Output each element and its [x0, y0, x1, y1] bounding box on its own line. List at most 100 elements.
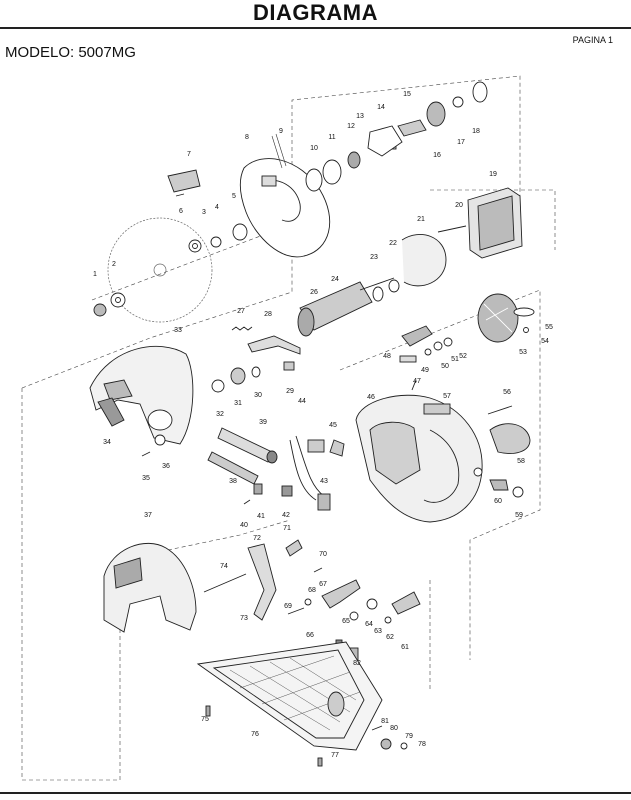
part-number: 38 — [229, 478, 237, 485]
part-number: 17 — [457, 139, 465, 146]
part-number: 3 — [202, 209, 206, 216]
part-number: 61 — [401, 644, 409, 651]
part-number: 22 — [389, 240, 397, 247]
part-number: 28 — [264, 311, 272, 318]
part-number: 55 — [545, 324, 553, 331]
part-number: 34 — [103, 439, 111, 446]
part-number: 43 — [320, 478, 328, 485]
bottom-rule — [0, 792, 631, 794]
part-number: 81 — [381, 718, 389, 725]
part-number: 10 — [310, 145, 318, 152]
part-number: 41 — [257, 513, 265, 520]
part-number: 35 — [142, 475, 150, 482]
part-number: 24 — [331, 276, 339, 283]
saw-blade — [107, 217, 213, 323]
part-number: 27 — [237, 308, 245, 315]
part-number: 26 — [310, 289, 318, 296]
part-labels: 1 2 3 4 5 6 7 8 9 10 11 12 13 14 15 16 1… — [93, 91, 553, 759]
part-number: 44 — [298, 398, 306, 405]
title-rule — [0, 27, 631, 29]
lever-bracket-parts — [203, 539, 421, 663]
part-number: 15 — [403, 91, 411, 98]
rear-handle — [103, 543, 197, 633]
part-number: 74 — [220, 563, 228, 570]
part-number: 31 — [234, 400, 242, 407]
top-hardware — [167, 81, 488, 253]
part-number: 4 — [215, 204, 219, 211]
part-number: 40 — [240, 522, 248, 529]
part-number: 12 — [347, 123, 355, 130]
part-number: 77 — [331, 752, 339, 759]
part-number: 50 — [441, 363, 449, 370]
part-number: 62 — [386, 634, 394, 641]
model-label: MODELO: 5007MG — [5, 44, 136, 61]
part-number: 30 — [254, 392, 262, 399]
part-number: 2 — [112, 261, 116, 268]
part-number: 11 — [328, 134, 335, 141]
part-number: 47 — [413, 378, 421, 385]
part-number: 49 — [421, 367, 429, 374]
switch-cord — [289, 435, 345, 511]
lower-guard — [89, 345, 194, 457]
part-number: 80 — [390, 725, 398, 732]
diagram-title: DIAGRAMA — [253, 0, 378, 25]
part-number: 21 — [417, 216, 425, 223]
part-number: 33 — [174, 327, 182, 334]
part-number: 32 — [216, 411, 224, 418]
part-number: 75 — [201, 716, 209, 723]
handle-screws — [487, 405, 531, 498]
part-number: 79 — [405, 733, 413, 740]
part-number: 18 — [472, 128, 480, 135]
part-number: 82 — [353, 660, 361, 667]
brush-parts — [399, 293, 535, 391]
part-number: 42 — [282, 512, 290, 519]
shaft-parts — [207, 427, 293, 505]
part-number: 68 — [308, 587, 316, 594]
part-number: 52 — [459, 353, 467, 360]
part-number: 58 — [517, 458, 525, 465]
part-number: 37 — [144, 512, 152, 519]
page-label: PAGINA 1 — [572, 35, 613, 45]
part-number: 8 — [245, 134, 249, 141]
part-number: 69 — [284, 603, 292, 610]
part-number: 29 — [286, 388, 294, 395]
base-plate — [196, 641, 408, 767]
motor-housing — [355, 394, 483, 523]
part-number: 72 — [253, 535, 261, 542]
part-number: 66 — [306, 632, 314, 639]
part-number: 48 — [383, 353, 391, 360]
part-number: 56 — [503, 389, 511, 396]
part-number: 6 — [179, 208, 183, 215]
part-number: 16 — [433, 152, 441, 159]
part-number: 9 — [279, 128, 283, 135]
part-number: 20 — [455, 202, 463, 209]
part-number: 1 — [93, 271, 97, 278]
part-number: 67 — [319, 581, 327, 588]
part-number: 59 — [515, 512, 523, 519]
part-number: 54 — [541, 338, 549, 345]
part-number: 71 — [283, 525, 291, 532]
part-number: 63 — [374, 628, 382, 635]
part-number: 36 — [162, 463, 170, 470]
part-number: 45 — [329, 422, 337, 429]
guide-lines — [21, 75, 556, 781]
part-number: 5 — [232, 193, 236, 200]
part-number: 76 — [251, 731, 259, 738]
armature — [297, 277, 400, 337]
part-number: 78 — [418, 741, 426, 748]
part-number: 60 — [494, 498, 502, 505]
spring-lever-parts — [211, 326, 301, 393]
bolt-washer — [93, 292, 126, 317]
part-number: 13 — [356, 113, 364, 120]
field-housing — [401, 187, 523, 287]
part-number: 19 — [489, 171, 497, 178]
part-number: 14 — [377, 104, 385, 111]
part-number: 7 — [187, 151, 191, 158]
part-number: 73 — [240, 615, 248, 622]
part-number: 39 — [259, 419, 267, 426]
part-number: 70 — [319, 551, 327, 558]
part-number: 57 — [443, 393, 451, 400]
part-number: 53 — [519, 349, 527, 356]
part-number: 64 — [365, 621, 373, 628]
